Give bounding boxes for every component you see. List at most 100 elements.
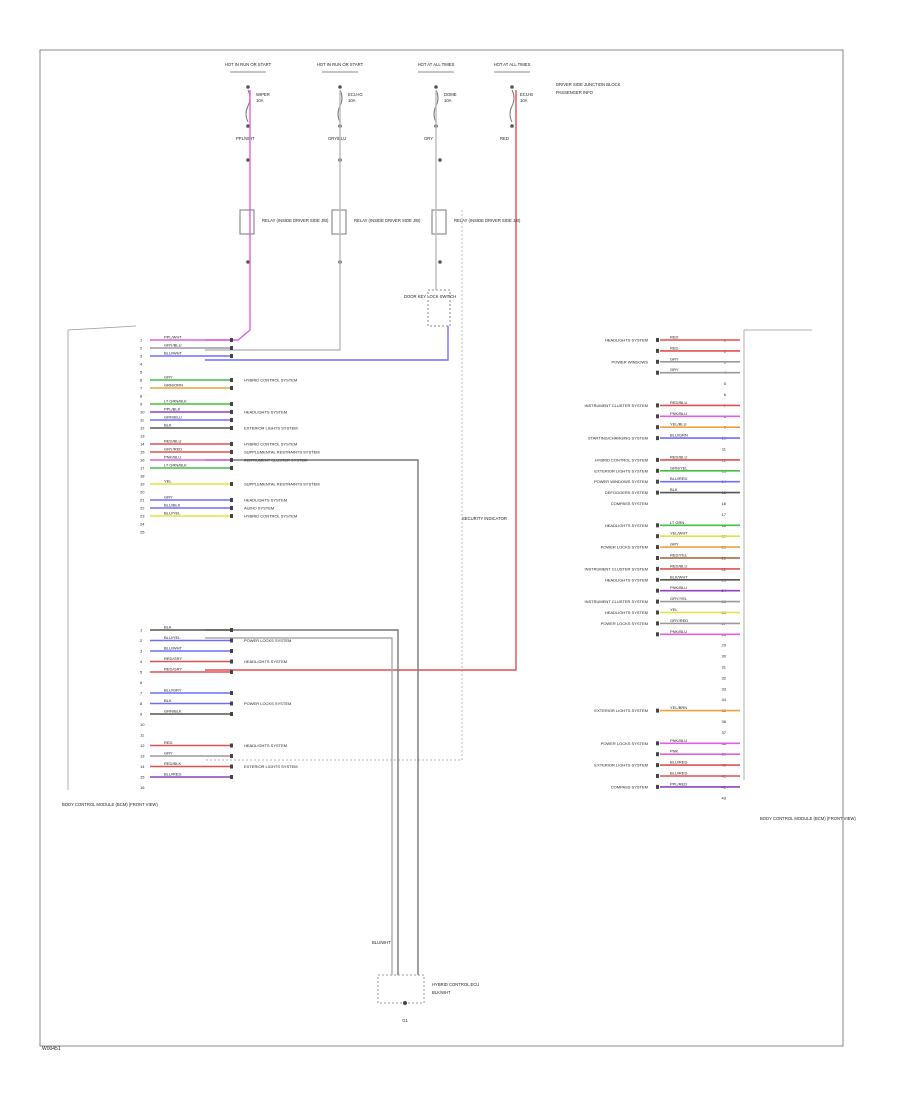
wire-code: PNK/BLU [670,738,687,743]
pin-number: 4 [140,362,143,367]
terminal-pin [230,701,233,706]
pin-number: 14 [140,764,145,769]
destination-label: SUPPLEMENTAL RESTRAINTS SYSTEM [244,482,320,487]
fuse-rating: 10A [444,98,452,103]
wire-code: RED/YEL [670,553,688,558]
pin-number: 32 [722,675,727,680]
terminal-pin [230,482,233,486]
pin-number: 5 [140,370,143,375]
pin-number: 34 [722,697,727,702]
pin-number: 16 [722,501,727,506]
destination-label: HYBRID CONTROL SYSTEM [244,514,297,519]
connector-row: 17 [722,512,727,517]
connector-row: 32 [722,675,727,680]
fuse-name: DOME [444,92,457,97]
wire-black-3 [205,637,393,975]
pin-number: 10 [140,410,145,415]
pin-number: 33 [722,686,727,691]
terminal-pin [230,338,233,342]
fuse-wire-code: RED [500,136,509,141]
terminal-pin [230,386,233,390]
connector-row: 33 [722,686,727,691]
pin-number: 7 [140,691,143,696]
destination-label: HYBRID CONTROL SYSTEM [595,457,648,462]
wire-red [205,90,517,671]
terminal-pin [656,741,659,746]
destination-label: EXTERIOR LIGHTS SYSTEM [594,468,648,473]
fuse-header: HOT AT ALL TIMES [494,62,531,67]
wire-code: BLK [164,423,172,428]
terminal-pin [656,523,659,528]
wire-dashed [205,210,463,761]
destination-label: HYBRID CONTROL SYSTEM [244,378,297,383]
pin-number: 22 [140,506,145,511]
fuse-header: HOT AT ALL TIMES [418,62,455,67]
diagram-frame [39,49,844,1047]
wire-code: YEL/WHT [670,531,688,536]
connector-row: 13 [140,434,145,439]
pin-number: 25 [140,530,145,535]
connector-row: 21 GRY HEADLIGHTS SYSTEM [140,495,287,503]
fuse-rating: 10A [348,98,356,103]
pin-number: 21 [140,498,145,503]
connector-row: 24 [140,522,145,527]
wire-code: BLU/YEL [164,635,181,640]
pin-number: 15 [140,450,145,455]
relay-terminal [438,158,442,162]
wire-code: LT GRN [670,520,684,525]
wire-code: PPL/WHT [164,335,182,340]
pin-number: 8 [140,394,143,399]
terminal-pin [656,348,659,353]
door-switch-label: DOOR KEY LOCK SWITCH [404,294,456,299]
ground-wire-label: BLU/WHT [372,940,391,945]
pin-number: 11 [140,418,145,423]
terminal-pin [656,359,659,364]
terminal-pin [230,691,233,695]
fuse-symbol [509,89,515,123]
right-connector: BODY CONTROL MODULE (BCM) (FRONT VIEW)1R… [585,329,856,821]
ground-wire-code: BLK/WHT [432,990,451,995]
pin-number: 9 [140,402,143,407]
terminal-pin [656,556,659,560]
wire-blue [205,326,449,361]
pin-number: 12 [140,743,145,748]
destination-label: HEADLIGHTS SYSTEM [605,577,648,582]
pin-number: 14 [140,442,145,447]
terminal-pin [230,346,233,350]
wire-code: GRY/RED [670,618,688,623]
wire-code: RED [670,335,679,340]
pin-number: 37 [722,730,727,735]
terminal-pin [656,545,659,550]
wire-code: GRY [164,495,173,500]
destination-label: SUPPLEMENTAL RESTRAINTS SYSTEM [244,450,320,455]
connector-row: 34 [722,697,727,702]
terminal-pin [230,649,233,653]
destination-label: POWER LOCKS SYSTEM [601,545,648,550]
destination-label: INSTRUMENT CLUSTER SYSTEM [585,403,649,408]
wire-code: PNK/BLU [164,455,181,460]
pin-number: 16 [140,785,145,790]
destination-label: POWER WINDOWS SYSTEM [594,479,648,484]
fuse-terminal [510,124,514,128]
terminal-pin [230,670,233,674]
connector-row: 37 [722,730,727,735]
pin-number: 11 [722,447,727,452]
fuse-terminal [246,85,250,89]
destination-label: POWER LOCKS SYSTEM [601,621,648,626]
wire-code: PNK/BLU [670,585,687,590]
connector-row: 1REDHEADLIGHTS SYSTEM [605,335,740,343]
connector-row: 15BLKDEFOGGERS SYSTEM [605,487,740,495]
connector-row: 31 [722,665,727,670]
destination-label: HEADLIGHTS SYSTEM [244,498,287,503]
wire-code: RED/BLU [670,563,687,568]
